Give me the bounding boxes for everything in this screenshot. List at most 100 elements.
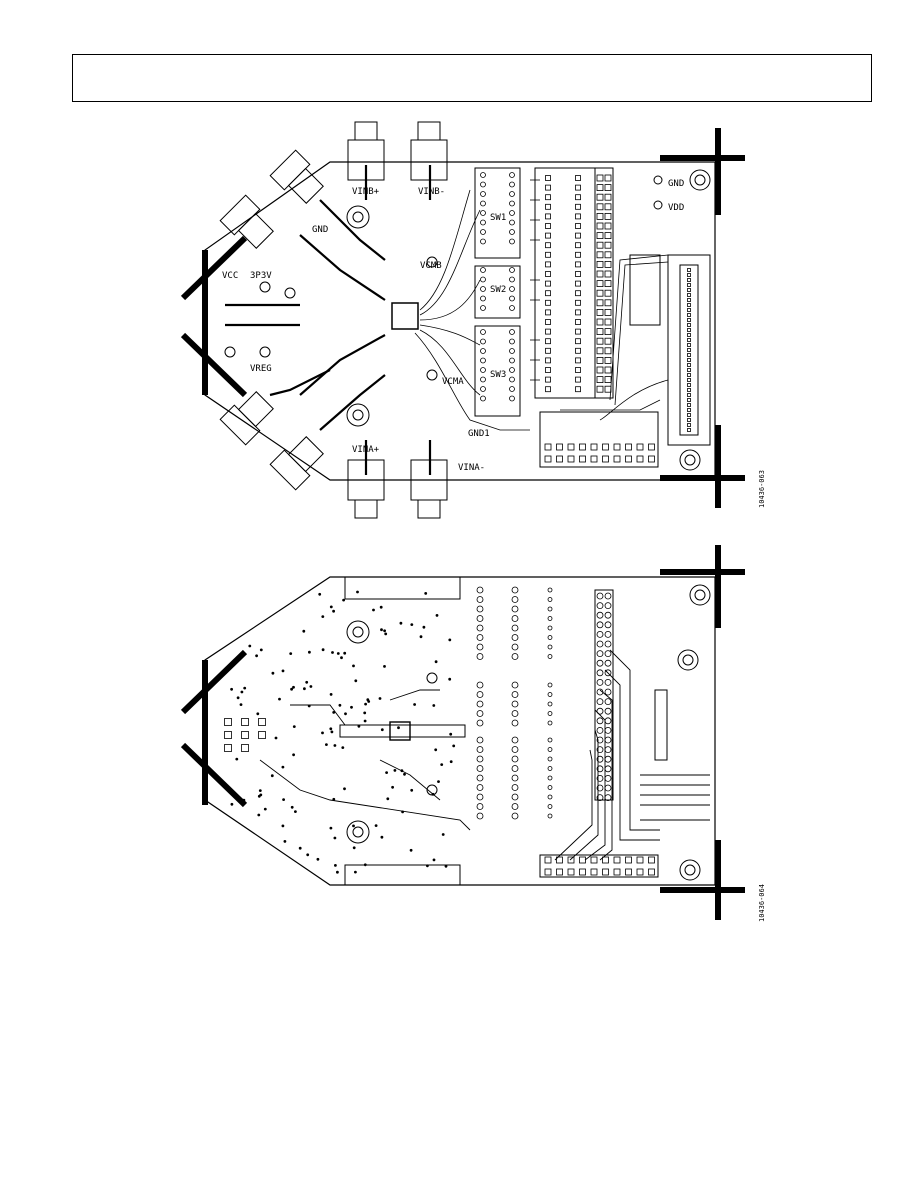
via-pad xyxy=(604,679,612,686)
via xyxy=(363,863,367,867)
header-pin xyxy=(596,385,604,393)
power-pad xyxy=(224,731,232,739)
via xyxy=(448,638,452,642)
header-pin xyxy=(636,856,644,864)
resistor-pad xyxy=(545,194,551,201)
resistor-pad xyxy=(575,213,581,220)
label-vina-minus: VINA- xyxy=(458,463,485,473)
connector-pin xyxy=(687,318,691,322)
via xyxy=(303,687,306,691)
via xyxy=(354,679,358,683)
header-pin xyxy=(556,868,563,876)
header-pin xyxy=(604,184,612,192)
switch-pin xyxy=(480,395,486,402)
via-pad xyxy=(604,755,612,763)
via-pad xyxy=(596,631,604,638)
via xyxy=(270,774,274,778)
via xyxy=(380,628,383,632)
switch-pad xyxy=(511,710,519,717)
resistor-pad xyxy=(545,309,551,316)
via-pad xyxy=(596,669,604,677)
header-pin xyxy=(567,455,575,463)
label-vina-plus: VINA+ xyxy=(352,445,380,455)
via xyxy=(441,833,445,836)
connector-pin xyxy=(687,268,691,272)
via xyxy=(318,592,322,596)
pcb-bottom-layer-diagram xyxy=(180,545,745,920)
via-pad xyxy=(596,602,604,609)
resistor-pad xyxy=(545,261,551,268)
via-pad xyxy=(596,592,604,600)
via-pad xyxy=(596,707,604,715)
connector-pin xyxy=(687,353,691,357)
header-pin xyxy=(596,174,604,182)
header-pin xyxy=(604,289,612,297)
via-pad xyxy=(604,640,612,648)
switch-pad xyxy=(476,812,484,820)
via-pad xyxy=(596,717,604,725)
header-pin xyxy=(596,366,604,374)
switch-pad xyxy=(476,710,484,717)
via xyxy=(380,835,384,839)
via xyxy=(235,757,239,761)
via-pad xyxy=(596,698,604,705)
resistor-pad xyxy=(575,232,581,239)
via xyxy=(282,798,285,801)
label-vcmb: VCMB xyxy=(420,261,442,271)
switch-pin xyxy=(480,295,486,302)
switch-pad xyxy=(511,765,519,772)
header-pin xyxy=(596,318,604,326)
via-pad xyxy=(604,707,612,715)
header-pin xyxy=(590,455,598,463)
via-pad xyxy=(547,654,553,659)
resistor-pad xyxy=(575,271,581,277)
via-pad xyxy=(596,784,604,792)
header-pin xyxy=(567,443,575,451)
via-pad xyxy=(596,679,604,686)
header-pin xyxy=(596,356,604,364)
switch-pin xyxy=(480,305,486,311)
adc-ic xyxy=(391,302,419,330)
power-pad xyxy=(224,744,232,752)
resistor-pad xyxy=(545,203,551,210)
via xyxy=(336,870,339,874)
board-outline xyxy=(204,161,716,481)
via xyxy=(449,760,453,764)
via xyxy=(290,687,293,691)
header-pin xyxy=(596,299,604,307)
power-pad xyxy=(241,731,249,739)
header-pin xyxy=(596,193,604,201)
via-pad xyxy=(547,597,553,602)
via xyxy=(283,840,287,843)
switch-pin xyxy=(509,295,515,302)
switch-pin xyxy=(509,348,515,354)
header-pin xyxy=(544,443,552,451)
switch-pad xyxy=(476,746,484,753)
header-pin xyxy=(590,443,598,451)
switch-pin xyxy=(509,386,515,392)
resistor-pad xyxy=(545,299,551,306)
switch-pin xyxy=(509,219,515,226)
header-box xyxy=(72,54,872,102)
connector-pin xyxy=(687,428,691,432)
header-pin xyxy=(596,222,604,230)
switch-pad xyxy=(476,643,484,651)
switch-pad xyxy=(476,803,484,810)
via xyxy=(426,864,429,868)
header-pin xyxy=(648,455,655,463)
via xyxy=(330,730,334,734)
via xyxy=(333,836,337,840)
header-pin xyxy=(596,280,604,288)
via xyxy=(372,608,375,612)
switch-pin xyxy=(509,181,515,188)
header-pin xyxy=(636,455,644,463)
header-pin xyxy=(590,856,598,864)
connector-pin xyxy=(687,368,691,372)
header-pin xyxy=(596,376,604,384)
via-pad xyxy=(596,794,604,801)
header-pin xyxy=(596,337,604,345)
via-pad xyxy=(547,794,553,800)
connector-pin xyxy=(687,363,691,367)
via-pad xyxy=(596,621,604,629)
via-pad xyxy=(604,650,612,657)
